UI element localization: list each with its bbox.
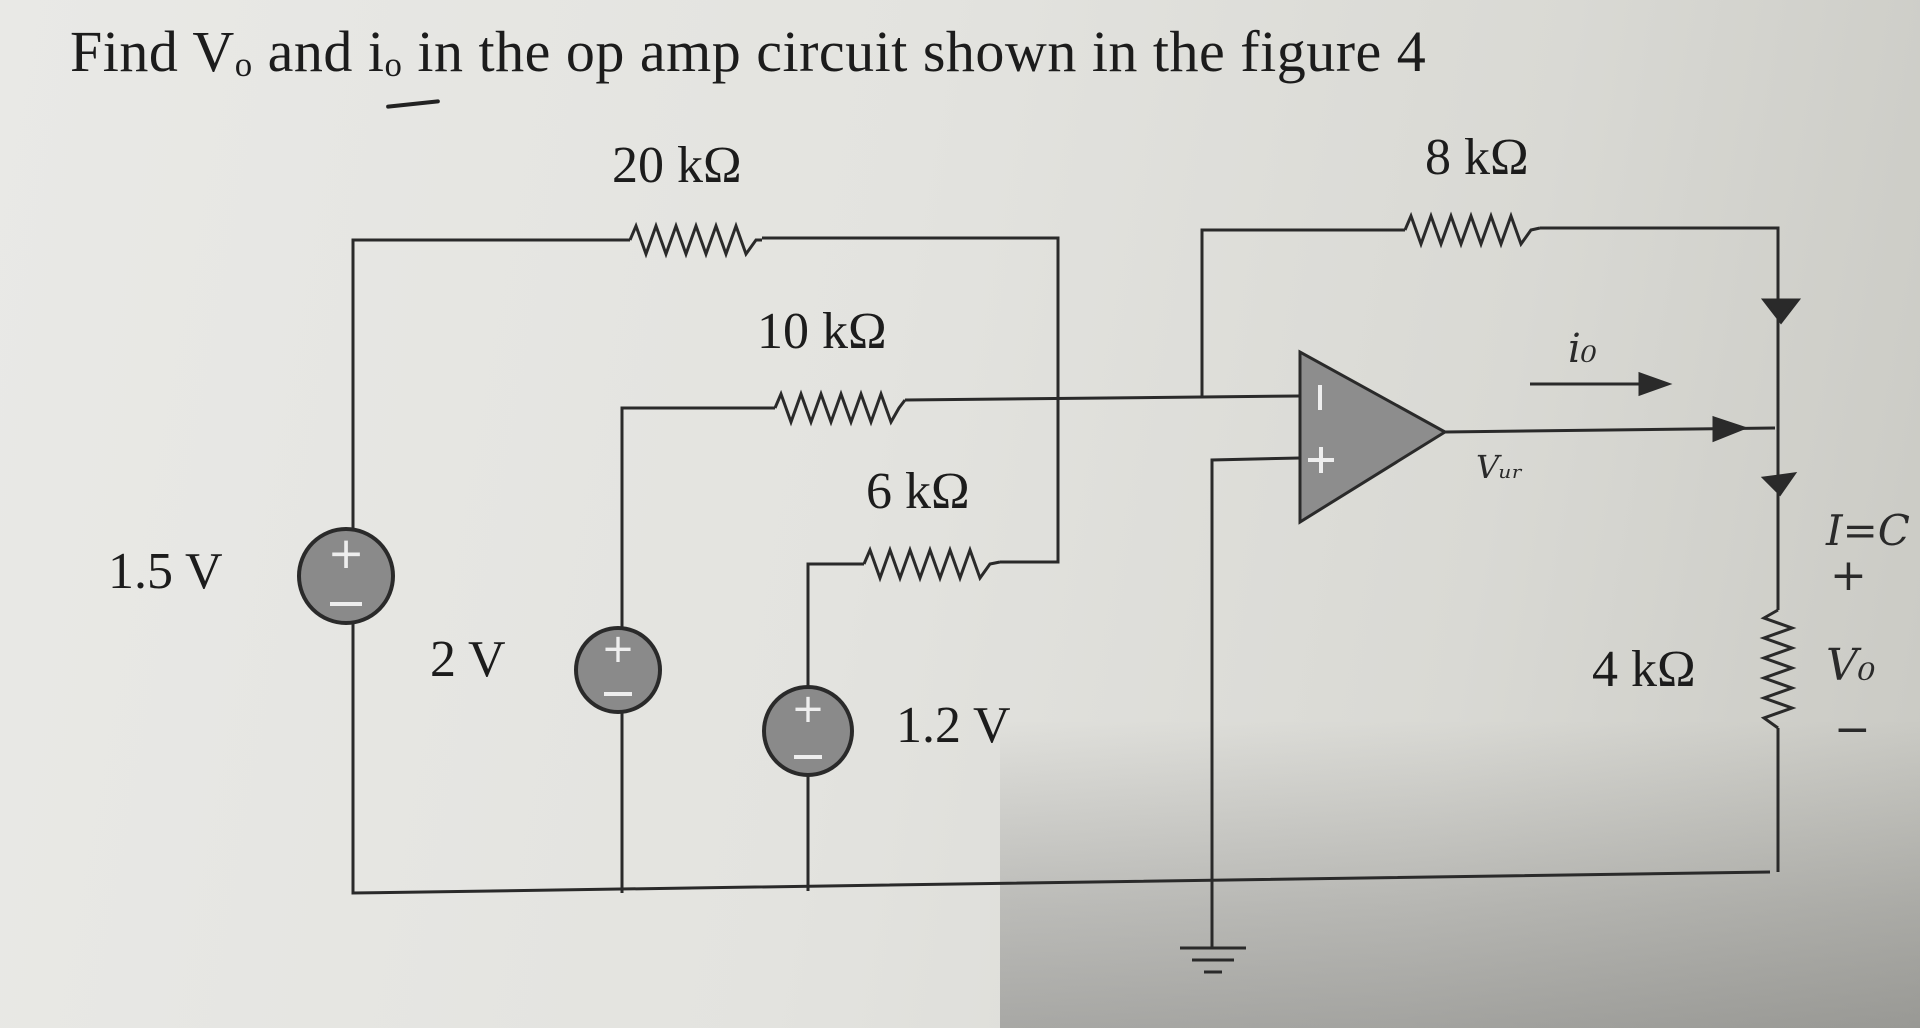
lower-arrow-head	[1760, 472, 1798, 497]
handwritten-minus: −	[1834, 704, 1871, 755]
label-4k: 4 kΩ	[1592, 641, 1696, 698]
label-2v: 2 V	[430, 631, 506, 688]
source-2v: +	[574, 626, 662, 714]
svg-text:+: +	[791, 686, 825, 732]
opamp	[1298, 349, 1448, 525]
wire-bottom-ground-rail	[351, 622, 1771, 895]
label-20k: 20 kΩ	[612, 137, 742, 194]
resistor-4k	[1759, 608, 1797, 730]
label-1v2: 1.2 V	[896, 697, 1011, 754]
label-8k: 8 kΩ	[1425, 129, 1529, 186]
resistor-6k	[862, 545, 1001, 583]
handwritten-io: i₀	[1568, 326, 1597, 372]
source-1v5: +	[297, 527, 395, 625]
wire-2v-top	[620, 406, 775, 640]
source-1v2: +	[762, 685, 854, 777]
handwritten-vo: V₀	[1826, 640, 1876, 691]
handwritten-i-equals: I=C	[1826, 506, 1910, 555]
handwritten-plus: +	[1830, 550, 1867, 601]
output-arrow-head	[1712, 415, 1749, 443]
ground-symbol	[1180, 946, 1246, 974]
wire-20k-right	[762, 236, 1060, 402]
label-6k: 6 kΩ	[866, 463, 970, 520]
resistor-20k	[628, 221, 762, 259]
wire-feedback-right	[1540, 226, 1780, 610]
wire-1v5-top	[351, 238, 630, 530]
resistor-8k	[1403, 211, 1541, 249]
wire-noninverting-ground	[1210, 456, 1301, 948]
svg-text:+: +	[328, 528, 365, 579]
svg-text:+: +	[601, 626, 635, 672]
wire-1v2-top	[806, 562, 864, 690]
current-arrow-head	[1638, 371, 1673, 397]
wire-6k-right	[1000, 402, 1060, 564]
handwritten-vtag: Vᵤᵣ	[1476, 448, 1523, 486]
wire-10k-to-opamp	[904, 394, 1301, 402]
top-arrow-head	[1760, 298, 1802, 325]
resistor-10k	[773, 389, 907, 427]
problem-statement: Find Vo and io in the op amp circuit sho…	[70, 19, 1427, 85]
label-10k: 10 kΩ	[757, 303, 887, 360]
wire-feedback-left	[1200, 228, 1405, 398]
label-1v5: 1.5 V	[108, 543, 223, 600]
